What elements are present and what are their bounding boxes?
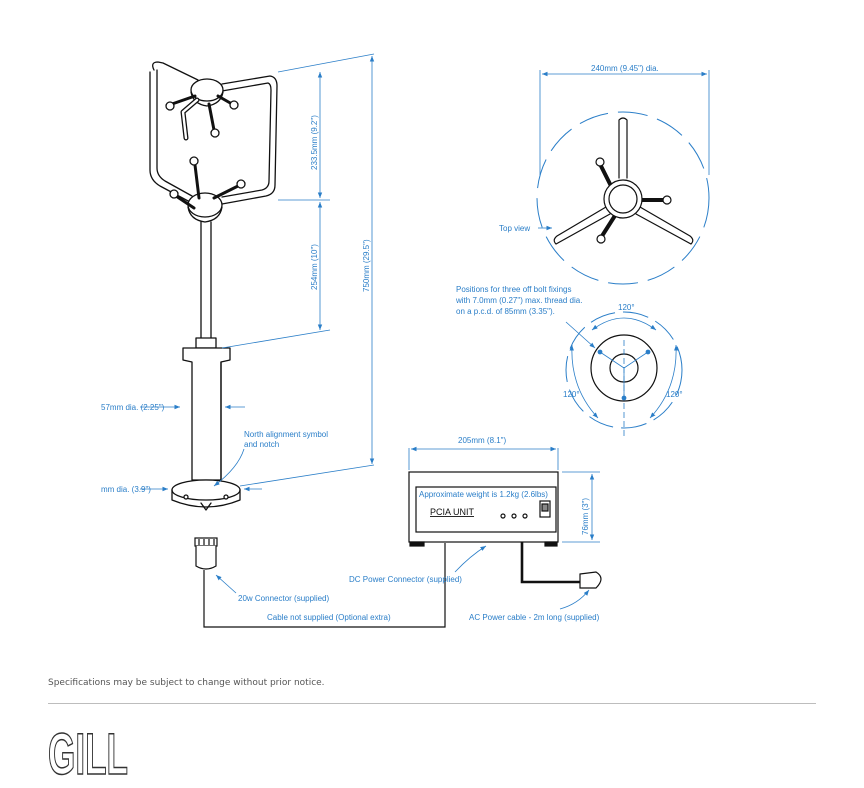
top-dia-label: 240mm (9.45") dia.: [591, 64, 659, 73]
total-height-label: 750mm (29.5"): [362, 239, 371, 292]
pcia-height-label: 76mm (3"): [581, 498, 590, 535]
side-dimension-labels: 233.5mm (9.2") 254mm (10") 750mm (29.5")…: [101, 115, 371, 494]
angle-right-label: 120°: [666, 390, 683, 399]
upper-transducer-head: [165, 78, 239, 141]
north-alignment-line-2: and notch: [244, 440, 279, 449]
logo-text: GILL: [48, 722, 128, 780]
north-alignment-line-1: North alignment symbol: [244, 430, 328, 439]
cable-not-supplied-label: Cable not supplied (Optional extra): [267, 613, 391, 622]
top-view-label: Top view: [499, 224, 530, 233]
bolt-fixings-line-1: Positions for three off bolt fixings: [456, 285, 571, 294]
pcia-unit-label: PCIA UNIT: [430, 507, 475, 517]
support-frame: [149, 61, 278, 205]
base-dia-label: mm dia. (3.9"): [101, 485, 151, 494]
pcia-width-label: 205mm (8.1"): [458, 436, 507, 445]
connectors-and-cables: DC Power Connector (supplied) 20w Connec…: [194, 537, 602, 628]
footer-divider: [48, 703, 816, 704]
connector-20w-label: 20w Connector (supplied): [238, 594, 329, 603]
lower-transducer-head: [169, 156, 246, 223]
weight-label: Approximate weight is 1.2kg (2.6lbs): [419, 490, 548, 499]
lower-span-label: 254mm (10"): [310, 244, 319, 290]
dc-connector-label: DC Power Connector (supplied): [349, 575, 462, 584]
upper-span-label: 233.5mm (9.2"): [310, 115, 319, 170]
housing-dia-label: 57mm dia. (2.25"): [101, 403, 165, 412]
bolt-fixings-line-2: with 7.0mm (0.27") max. thread dia.: [455, 296, 582, 305]
bolt-pattern-view: Positions for three off bolt fixings wit…: [455, 285, 683, 436]
gill-logo: GILL: [48, 722, 129, 780]
bolt-fixings-line-3: on a p.c.d. of 85mm (3.35").: [456, 307, 555, 316]
pcia-unit: 205mm (8.1") 76mm (3") Approximate weigh…: [408, 436, 600, 547]
technical-drawing: 233.5mm (9.2") 254mm (10") 750mm (29.5")…: [101, 53, 710, 628]
disclaimer-note: Specifications may be subject to change …: [48, 678, 325, 688]
angle-top-label: 120°: [618, 303, 635, 312]
side-dimension-lines: [140, 53, 375, 492]
top-view: 240mm (9.45") dia. Top view: [499, 64, 710, 285]
angle-left-label: 120°: [563, 390, 580, 399]
ac-cable-label: AC Power cable - 2m long (supplied): [469, 613, 600, 622]
